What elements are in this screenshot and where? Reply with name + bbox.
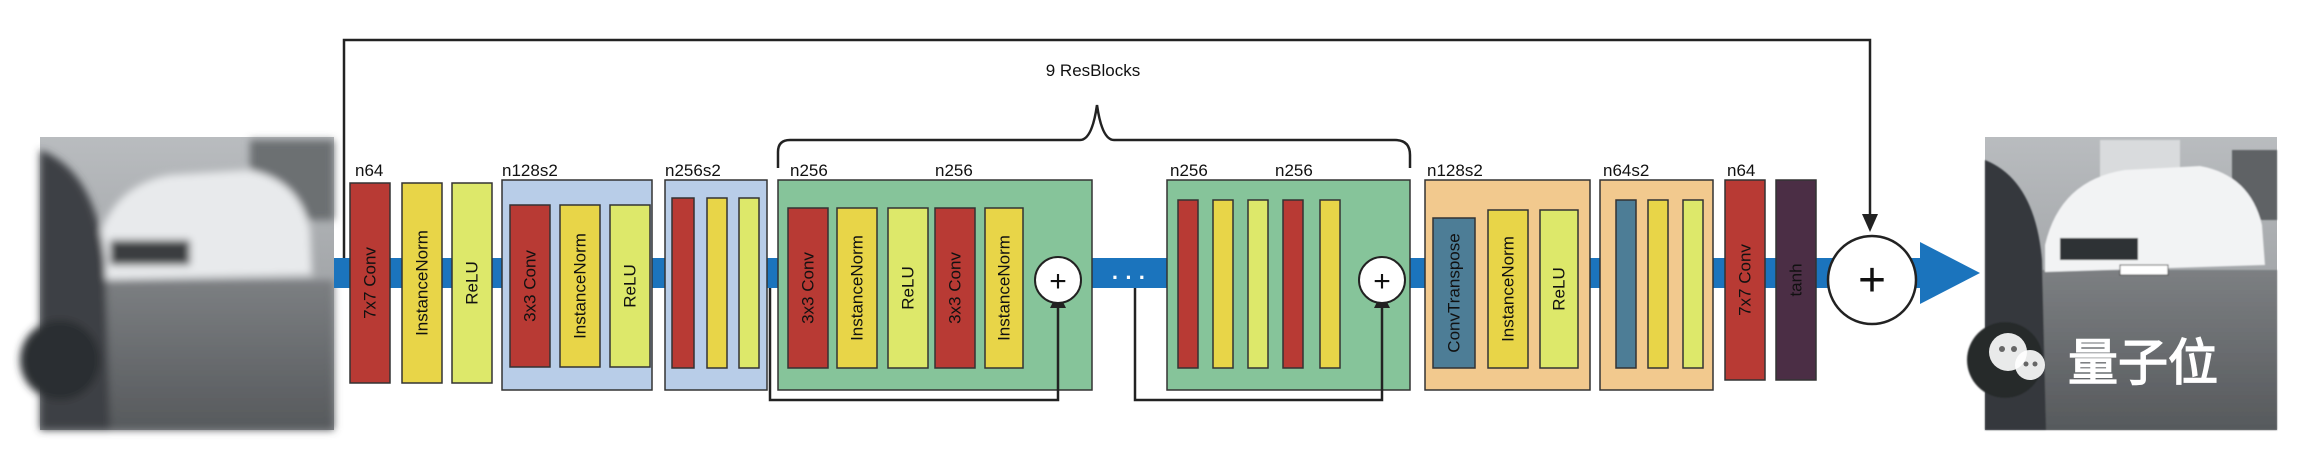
rb-last-relu-box (1247, 199, 1269, 369)
convtranspose-box (1432, 217, 1476, 369)
norm-box-down2 (706, 197, 728, 369)
relu-box-b (609, 204, 651, 368)
rb-relu-box (887, 207, 929, 369)
plus-icon: + (1858, 254, 1886, 307)
label-n256s2: n256s2 (665, 161, 721, 180)
rb-norm1-box (836, 207, 878, 369)
instancenorm-box-a (401, 182, 443, 384)
resblock-last-skip (1133, 288, 1384, 402)
rb-norm2-box-label: InstanceNorm (995, 235, 1014, 341)
ellipsis-dots: · · · (1112, 265, 1146, 290)
global-skip-line (342, 38, 1872, 258)
label-rb1-a: n256 (790, 161, 828, 180)
conv7x7-box-out-label: 7x7 Conv (1736, 244, 1755, 316)
watermark: 量子位 (1989, 333, 2218, 391)
label-n64-a: n64 (355, 161, 383, 180)
rb-last-norm2-box (1319, 199, 1341, 369)
label-rb2-b: n256 (1275, 161, 1313, 180)
relu-box-down2 (738, 197, 760, 369)
rb-last-conv1-box (1177, 199, 1199, 369)
output-arrow (1920, 242, 1980, 304)
input-image (20, 137, 334, 430)
label-n128s2-a: n128s2 (502, 161, 558, 180)
rb-last-norm1-box (1212, 199, 1234, 369)
layer-boxes: 7x7 Conv InstanceNorm ReLU 3x3 Conv Instance… (349, 179, 1817, 384)
plus-icon: + (1373, 265, 1391, 298)
label-rb2-a: n256 (1170, 161, 1208, 180)
watermark-text: 量子位 (2068, 335, 2218, 391)
resblock-first-skip (768, 288, 1060, 402)
conv7x7-box-out (1724, 179, 1766, 381)
norm-box-up2 (1647, 199, 1669, 369)
relu-box-a (451, 182, 493, 384)
tanh-box (1775, 179, 1817, 381)
rb-norm1-box-label: InstanceNorm (848, 235, 867, 341)
resblocks-brace (776, 104, 1412, 168)
label-n64s2: n64s2 (1603, 161, 1649, 180)
plus-icon: + (1049, 265, 1067, 298)
label-n128s2-b: n128s2 (1427, 161, 1483, 180)
relu-box-up2 (1682, 199, 1704, 369)
rb-norm2-box (984, 207, 1024, 369)
rb-relu-box-label: ReLU (899, 266, 918, 309)
instancenorm-box-a-label: InstanceNorm (413, 230, 432, 336)
transpose-box-up2 (1615, 199, 1637, 369)
global-skip-arrowhead (1862, 214, 1878, 232)
instancenorm-box-b (559, 204, 601, 368)
rb-last-conv2-box (1282, 199, 1304, 369)
instancenorm-box-up (1487, 209, 1529, 369)
rb-conv1-box (787, 207, 829, 369)
relu-box-b-label: ReLU (621, 264, 640, 307)
residual-add-circle-1 (1034, 256, 1082, 304)
convtranspose-box-label: ConvTranspose (1445, 233, 1464, 352)
label-rb1-b: n256 (935, 161, 973, 180)
rb-conv2-box (934, 207, 976, 369)
rb-conv2-box-label: 3x3 Conv (946, 252, 965, 324)
relu-box-up-label: ReLU (1550, 267, 1569, 310)
resblocks-label: 9 ResBlocks (1046, 61, 1140, 80)
rb-conv1-box-label: 3x3 Conv (799, 252, 818, 324)
conv3x3-box-b-label: 3x3 Conv (521, 250, 540, 322)
conv-box-down2 (671, 197, 695, 369)
output-image (1967, 137, 2277, 430)
conv7x7-box-a-label: 7x7 Conv (361, 247, 380, 319)
instancenorm-box-b-label: InstanceNorm (571, 233, 590, 339)
label-n64-b: n64 (1727, 161, 1755, 180)
residual-add-circle-2 (1358, 256, 1406, 304)
instancenorm-box-up-label: InstanceNorm (1499, 236, 1518, 342)
conv3x3-box-b (509, 204, 551, 368)
relu-box-up (1539, 209, 1579, 369)
tanh-box-label: tanh (1787, 263, 1806, 296)
global-add-circle (1826, 234, 1918, 326)
conv7x7-box-a (349, 182, 391, 384)
relu-box-a-label: ReLU (463, 261, 482, 304)
